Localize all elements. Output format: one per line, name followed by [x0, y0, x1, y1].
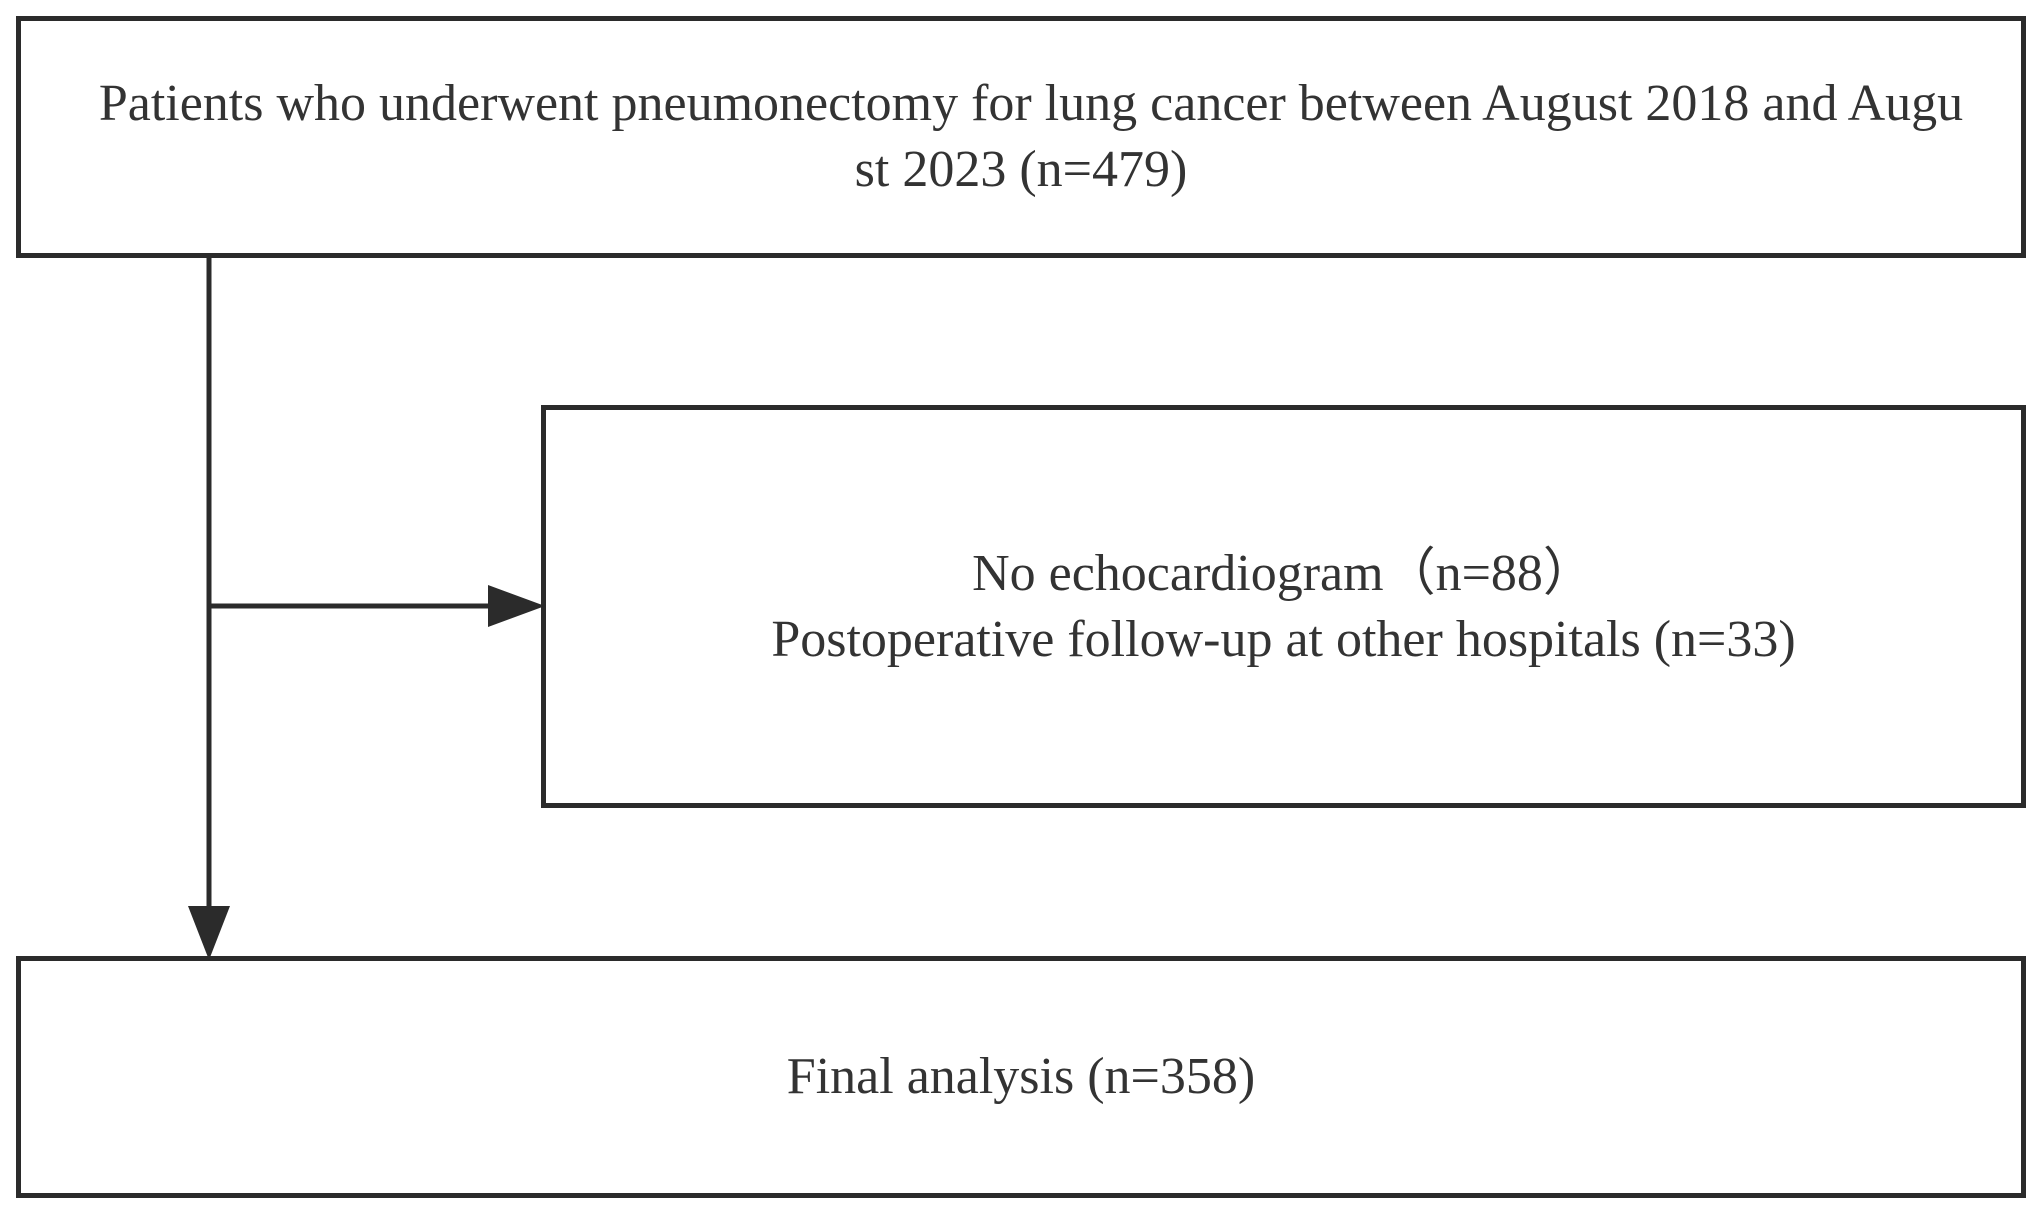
enrollment-text-line-2: st 2023 (n=479): [854, 141, 1188, 198]
exclusion-text-no-echocardiogram: No echocardiogram（n=88）: [972, 544, 1595, 602]
final-analysis-box: Final analysis (n=358): [16, 956, 2026, 1198]
arrowhead-down-to-final: [188, 906, 230, 960]
arrowhead-right-to-exclusion: [488, 585, 545, 627]
exclusion-text-other-hospitals: Postoperative follow-up at other hospita…: [771, 610, 1796, 668]
exclusion-box: No echocardiogram（n=88） Postoperative fo…: [541, 405, 2026, 808]
enrollment-box: Patients who underwent pneumonectomy for…: [16, 16, 2026, 258]
final-analysis-text: Final analysis (n=358): [786, 1048, 1256, 1105]
enrollment-text-line-1: Patients who underwent pneumonectomy for…: [98, 75, 1964, 132]
